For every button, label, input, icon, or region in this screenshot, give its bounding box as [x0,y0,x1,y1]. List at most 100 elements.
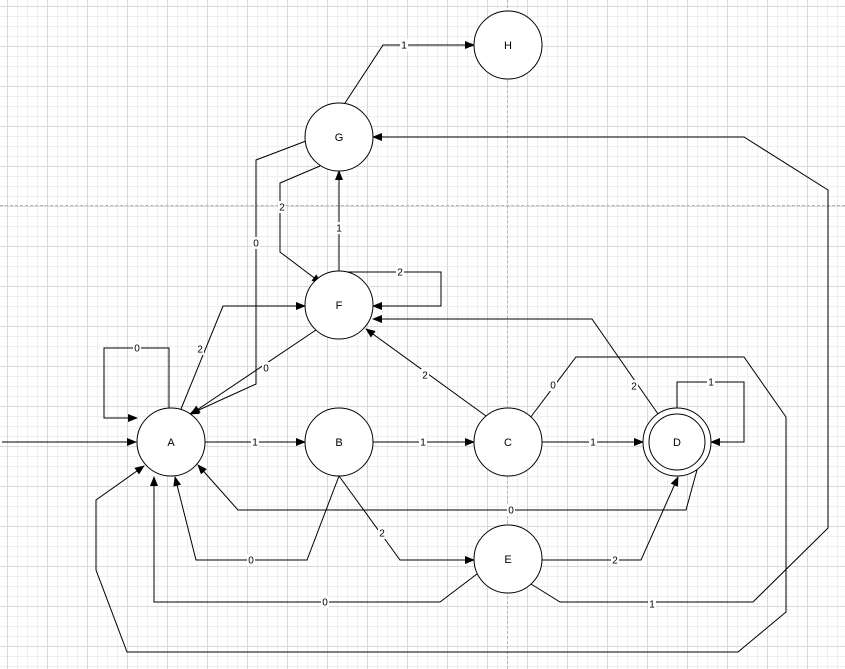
transition-label-g-h: 1 [401,41,407,52]
transition-line-e-a [150,476,478,603]
state-circle-C [473,407,543,477]
transition-label-bg [611,554,619,566]
state-label-C: C [504,437,512,449]
state-H[interactable]: H [473,10,543,80]
state-label-D: D [673,437,681,449]
transition-line-d-d [676,381,745,446]
transition-label-d-a: 0 [508,506,514,517]
transition-label-e-d: 2 [612,556,618,567]
transition-d-d[interactable]: 1 [676,376,745,446]
transition-line-a-a [103,347,170,422]
state-label-F: F [336,300,343,312]
transition-label-e-g: 1 [649,600,655,611]
transition-line-b-a [173,475,340,561]
transition-label-f-a: 0 [263,364,269,375]
transition-line-c-a [95,356,787,653]
transition-label-bg [262,362,270,374]
state-A[interactable]: A [136,407,206,477]
transition-b-c[interactable]: 1 [373,436,475,449]
transition-label-bg [278,201,286,213]
transition-line-b-e [338,475,475,564]
transition-line-d-a [197,464,698,511]
transition-label-bg [549,379,557,391]
state-label-A: A [167,437,175,449]
transition-c-f[interactable]: 2 [365,328,487,417]
transition-a-a[interactable]: 0 [103,342,170,422]
transition-label-d-f: 2 [631,382,637,393]
transition-e-g[interactable]: 1 [372,133,829,611]
transition-label-e-a: 0 [322,598,328,609]
transition-e-a[interactable]: 0 [150,476,478,609]
transition-label-bg [251,436,259,448]
transition-label-bg [252,237,260,249]
state-circle-A [136,407,206,477]
transition-d-a[interactable]: 0 [197,464,698,517]
state-circle-G [304,102,374,172]
transition-line-e-g [372,133,829,603]
transition-label-f-f: 2 [397,268,403,279]
state-label-B: B [335,437,342,449]
transition-e-d[interactable]: 2 [542,476,679,567]
page-break-horizontal [0,205,845,206]
transition-label-a-a: 0 [134,344,140,355]
transition-g-h[interactable]: 1 [344,39,475,104]
transition-g-a[interactable]: 0 [189,140,307,415]
transition-line-a-f [180,302,306,410]
transition-label-bg [419,436,427,448]
transition-label-c-a: 0 [550,381,556,392]
transition-label-f-g: 1 [336,224,342,235]
transition-b-a[interactable]: 0 [173,475,340,567]
transition-label-bg [335,222,343,234]
transition-line-g-f [279,165,322,284]
transition-label-bg [400,39,408,51]
transition-line-g-h [344,41,475,104]
transition-line-d-f [372,315,659,415]
transition-a-b[interactable]: 1 [205,436,306,449]
transition-line-f-a [190,329,317,415]
state-D[interactable]: D [642,407,712,477]
transition-label-bg [648,598,656,610]
transition-label-a-f: 2 [197,345,203,356]
transition-b-e[interactable]: 2 [338,475,475,564]
accepting-ring-D [648,413,706,471]
transition-label-bg [589,436,597,448]
transitions-layer: 0 1 2 1 0 2 1 2 0 1 2 0 2 0 1 2 1 0 2 0 1 [2,39,829,653]
transition-a-f[interactable]: 2 [180,302,306,410]
state-circle-B [304,407,374,477]
page-break-vertical [507,0,508,669]
transition-label-bg [421,369,429,381]
state-circle-F [304,270,374,340]
state-G[interactable]: G [304,102,374,172]
transition-g-f[interactable]: 2 [278,165,322,284]
state-F[interactable]: F [304,270,374,340]
state-label-E: E [504,554,511,566]
transition-label-bg [396,266,404,278]
transition-label-bg [378,527,386,539]
transition-label-bg [630,380,638,392]
transition-label-a-b: 1 [252,438,258,449]
transition-c-d[interactable]: 1 [542,436,644,449]
states-layer: A B C D E F G H [136,10,712,594]
state-E[interactable]: E [473,524,543,594]
transition-f-a[interactable]: 0 [190,329,317,415]
transition-label-b-c: 1 [420,438,426,449]
state-B[interactable]: B [304,407,374,477]
transition-label-d-d: 1 [708,378,714,389]
state-circle-H [473,10,543,80]
transition-line-e-d [542,476,679,561]
transition-label-bg [247,554,255,566]
transition-label-bg [196,343,204,355]
transition-label-b-a: 0 [248,556,254,567]
transition-label-bg [707,376,715,388]
transition-label-bg [133,342,141,354]
transition-label-c-f: 2 [422,371,428,382]
transition-c-a[interactable]: 0 [95,356,787,653]
transition-f-g[interactable]: 1 [335,170,343,271]
transition-label-c-d: 1 [590,438,596,449]
transition-d-f[interactable]: 2 [372,315,659,415]
transition-label-bg [507,504,515,516]
state-C[interactable]: C [473,407,543,477]
state-label-G: G [335,132,344,144]
transition-label-g-a: 0 [253,239,259,250]
